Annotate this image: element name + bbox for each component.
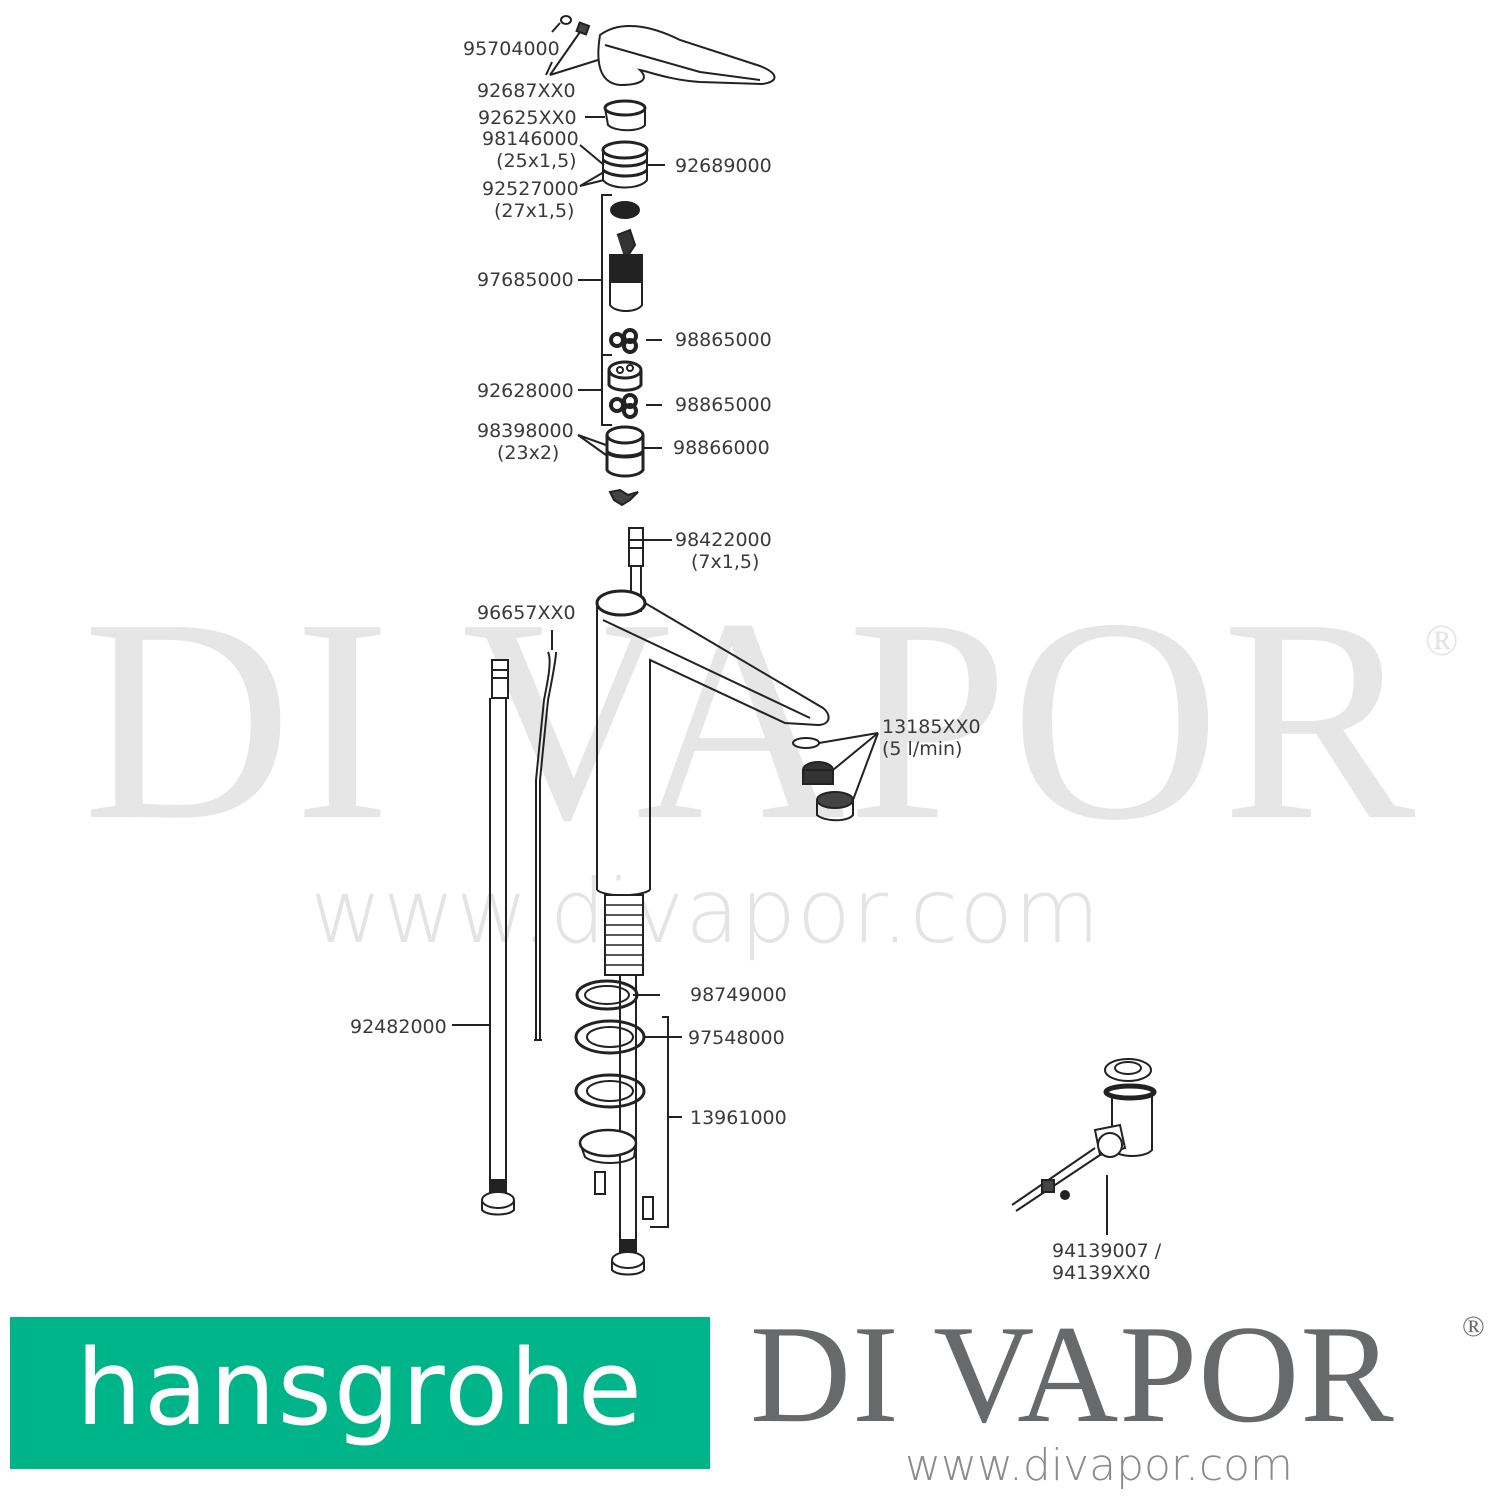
hansgrohe-logo: hansgrohe [10, 1317, 710, 1469]
seal-drawing-2 [609, 393, 662, 419]
pull-rod-drawing [628, 527, 672, 612]
disc-drawing [607, 360, 643, 392]
part-label-13185XX0: 13185XX0(5 l/min) [882, 716, 981, 760]
tap-body-drawing [595, 589, 830, 976]
part-label-98398000: 98398000(23x2) [477, 420, 574, 464]
part-label-98866000: 98866000 [673, 437, 770, 459]
part-label-96657XX0: 96657XX0 [477, 602, 576, 624]
part-label-98865000-lower: 98865000 [675, 394, 772, 416]
part-label-98749000: 98749000 [690, 984, 787, 1006]
handle-lever-drawing [545, 15, 776, 87]
seal-drawing [609, 328, 662, 354]
part-label-92687XX0: 92687XX0 [477, 80, 576, 102]
part-label-92625XX0: 92625XX0 [478, 107, 577, 129]
divapor-url: www.divapor.com [905, 1440, 1293, 1491]
divapor-registered-mark: ® [1462, 1310, 1485, 1343]
cartridge-drawing [609, 228, 643, 312]
part-label-94139007: 94139007 /94139XX0 [1052, 1240, 1162, 1284]
part-label-92628000: 92628000 [477, 380, 574, 402]
clip-drawing [608, 488, 639, 507]
washers-drawing [574, 979, 682, 1228]
watermark-url: www.divapor.com [310, 860, 1101, 963]
aerator-drawing [792, 732, 879, 822]
watermark-registered-mark: ® [1425, 616, 1459, 665]
part-label-92482000: 92482000 [350, 1016, 447, 1038]
part-label-98865000-upper: 98865000 [675, 329, 772, 351]
part-label-97548000: 97548000 [688, 1027, 785, 1049]
supply-pipe-drawing [452, 659, 515, 1216]
part-label-98146000: 98146000(25x1,5) [482, 128, 579, 172]
part-label-98422000: 98422000(7x1,5) [675, 529, 772, 573]
part-label-95704000: 95704000 [463, 38, 560, 60]
base-ring-drawing [577, 425, 662, 478]
part-label-92689000: 92689000 [675, 155, 772, 177]
watermark-brand: DI VAPOR [82, 559, 1418, 880]
part-label-97685000: 97685000 [477, 269, 574, 291]
threaded-nut-drawing [579, 140, 665, 189]
cap-drawing [585, 99, 647, 132]
waste-set-drawing [1011, 1058, 1157, 1235]
flex-hose-drawing [534, 630, 557, 1041]
hansgrohe-logo-text: hansgrohe [76, 1327, 644, 1449]
part-label-92527000: 92527000(27x1,5) [482, 178, 579, 222]
divapor-logo: DI VAPOR [750, 1297, 1395, 1452]
part-label-13961000: 13961000 [690, 1107, 787, 1129]
